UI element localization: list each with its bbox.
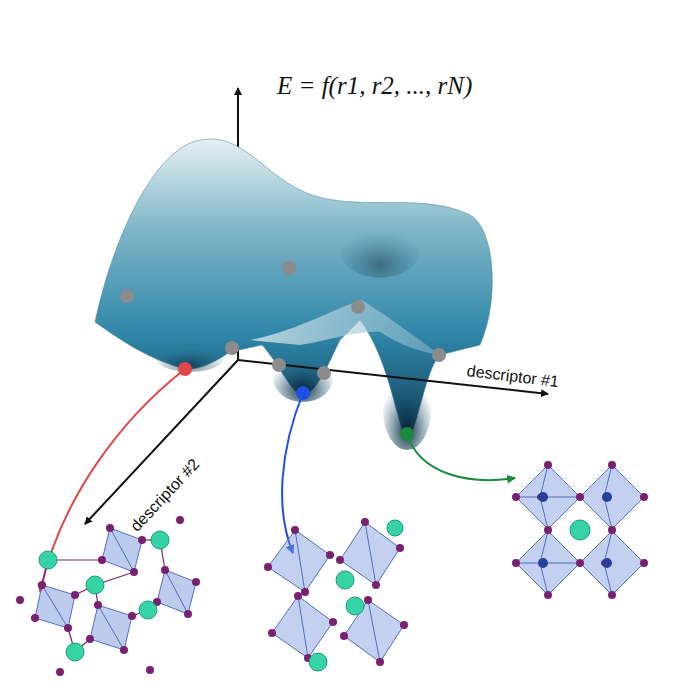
energy-formula: E = f(r1, r2, ..., rN) [277,72,472,100]
